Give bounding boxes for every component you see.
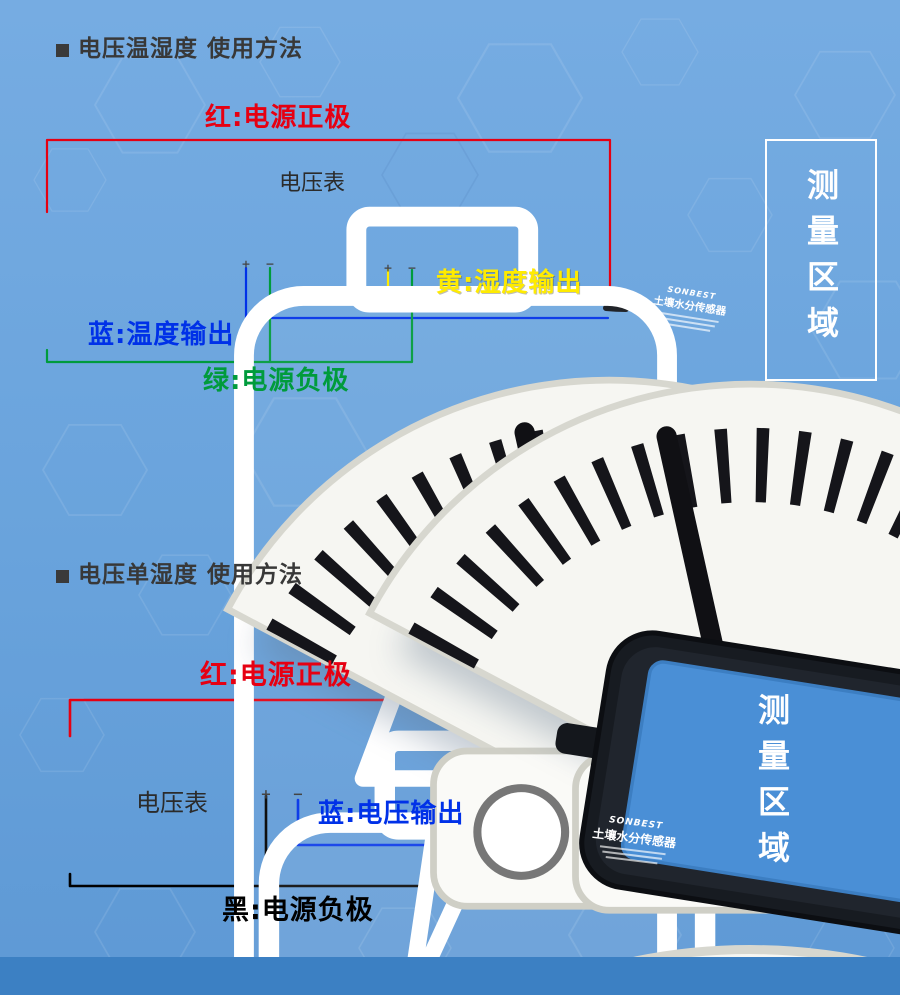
- gauge3-plus-terminal: +: [260, 787, 272, 803]
- gauge2-minus-terminal: −: [407, 261, 417, 275]
- measure-area-text-1: 测量区域: [802, 168, 840, 352]
- section2-title: 电压单湿度 使用方法: [78, 562, 304, 588]
- measure-area-1: 测量区域: [766, 140, 876, 380]
- gauge2-plus-terminal: +: [383, 261, 393, 275]
- measure-area-2: 测量区域: [716, 665, 828, 905]
- section1-bullet: [56, 44, 69, 57]
- label-yellow-humidity-output: 黄:湿度输出: [436, 268, 583, 298]
- label-blue-voltage-output: 蓝:电压输出: [318, 799, 465, 829]
- gauge1-minus-terminal: −: [265, 257, 275, 271]
- label-voltmeter-1: 电压表: [279, 171, 346, 196]
- measure-area-box-1: [765, 139, 877, 381]
- gauge3-minus-terminal: −: [292, 787, 304, 803]
- label-red-positive-2: 红:电源正极: [200, 660, 352, 691]
- label-red-positive-1: 红:电源正极: [205, 103, 352, 133]
- wire-red-1: [45, 138, 612, 308]
- section2-bullet: [56, 570, 69, 583]
- label-voltmeter-2: 电压表: [136, 789, 208, 817]
- section1-title: 电压温湿度 使用方法: [78, 36, 304, 62]
- label-blue-temperature-output: 蓝:温度输出: [88, 320, 235, 350]
- measure-area-text-2: 测量区域: [753, 693, 791, 877]
- gauge1-plus-terminal: +: [241, 257, 251, 271]
- label-green-negative: 绿:电源负极: [203, 366, 350, 396]
- footer-strip: [0, 957, 900, 995]
- label-black-negative: 黑:电源负极: [222, 895, 374, 926]
